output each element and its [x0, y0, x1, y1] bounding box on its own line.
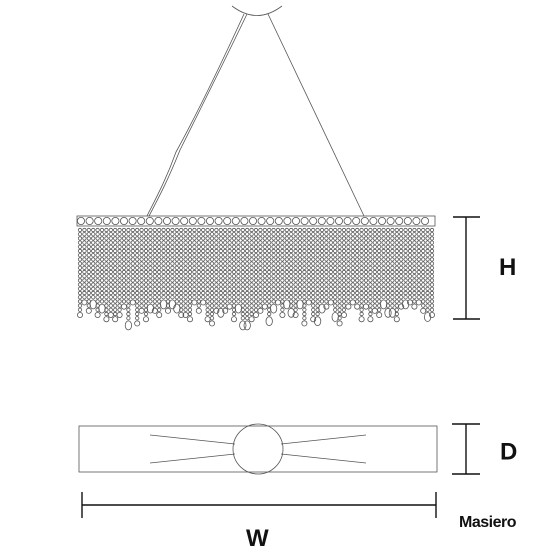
crystal-strands [77, 227, 435, 331]
plan-canopy [232, 423, 284, 475]
height-dimension [453, 216, 480, 320]
depth-label: D [500, 437, 518, 464]
technical-drawing [76, 5, 480, 518]
brand-logo: Masiero [459, 514, 516, 531]
top-bar [76, 215, 436, 227]
width-dimension [81, 492, 437, 518]
front-elevation [76, 5, 436, 331]
suspension-cables [146, 13, 365, 217]
top-bar-beads [77, 216, 429, 225]
plan-view [78, 423, 438, 475]
ceiling-canopy [231, 5, 283, 16]
plan-frame [78, 425, 438, 473]
width-label: W [246, 525, 269, 552]
depth-dimension [452, 423, 480, 475]
height-label: H [499, 254, 517, 281]
